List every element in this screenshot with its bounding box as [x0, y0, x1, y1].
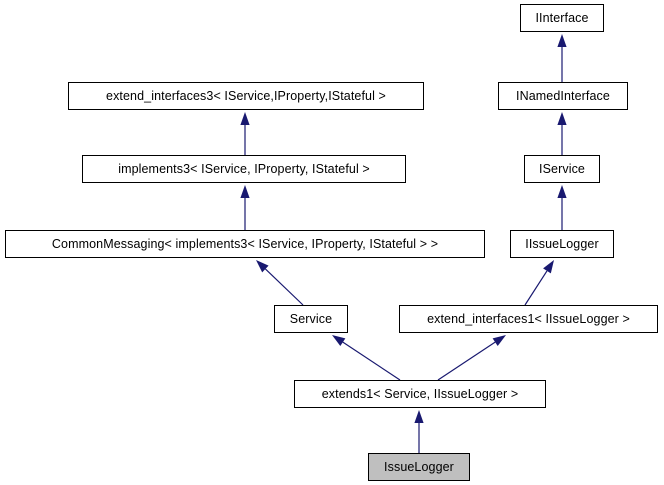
class-node-label: INamedInterface: [516, 88, 610, 103]
inheritance-edge: [524, 260, 554, 306]
class-node-issuelogger[interactable]: IssueLogger: [368, 453, 470, 481]
inheritance-edge: [557, 34, 567, 82]
inheritance-edge: [240, 185, 250, 230]
inheritance-edge: [332, 335, 401, 381]
edge-arrowhead-icon: [492, 335, 506, 347]
class-node-label: implements3< IService, IProperty, IState…: [118, 161, 370, 176]
class-node-implements3[interactable]: implements3< IService, IProperty, IState…: [82, 155, 406, 183]
class-node-iissuelogger[interactable]: IIssueLogger: [510, 230, 614, 258]
edge-arrowhead-icon: [256, 260, 269, 273]
class-node-label: IInterface: [535, 10, 589, 25]
class-node-label: extend_interfaces1< IIssueLogger >: [427, 311, 630, 326]
class-node-commonmessaging[interactable]: CommonMessaging< implements3< IService, …: [5, 230, 485, 258]
class-node-extend_interfaces3[interactable]: extend_interfaces3< IService,IProperty,I…: [68, 82, 424, 110]
class-node-label: CommonMessaging< implements3< IService, …: [51, 236, 439, 251]
class-node-iservice[interactable]: IService: [524, 155, 600, 183]
class-node-label: extends1< Service, IIssueLogger >: [321, 386, 519, 401]
edge-line: [264, 268, 304, 306]
class-node-label: IService: [539, 161, 585, 176]
edge-arrowhead-icon: [240, 112, 250, 125]
class-node-iinterface[interactable]: IInterface: [520, 4, 604, 32]
inheritance-edge: [437, 335, 506, 381]
edge-arrowhead-icon: [332, 335, 346, 347]
edge-arrowhead-icon: [557, 112, 567, 125]
edge-line: [342, 341, 401, 381]
edge-arrowhead-icon: [414, 410, 424, 423]
edge-arrowhead-icon: [240, 185, 250, 198]
class-node-label: IIssueLogger: [525, 236, 599, 251]
class-node-extends1[interactable]: extends1< Service, IIssueLogger >: [294, 380, 546, 408]
edge-line: [437, 341, 496, 381]
class-node-label: extend_interfaces3< IService,IProperty,I…: [106, 88, 386, 103]
inheritance-edge: [240, 112, 250, 155]
edge-line: [524, 270, 548, 306]
class-node-label: Service: [289, 311, 333, 326]
inheritance-edge: [256, 260, 304, 306]
edge-arrowhead-icon: [543, 260, 554, 274]
inheritance-edge: [557, 185, 567, 230]
inheritance-edge: [414, 410, 424, 453]
inheritance-edge: [557, 112, 567, 155]
class-node-label: IssueLogger: [384, 459, 454, 474]
class-node-extend_interfaces1[interactable]: extend_interfaces1< IIssueLogger >: [399, 305, 658, 333]
class-node-service[interactable]: Service: [274, 305, 348, 333]
class-node-inamedinterface[interactable]: INamedInterface: [498, 82, 628, 110]
edge-arrowhead-icon: [557, 34, 567, 47]
edge-arrowhead-icon: [557, 185, 567, 198]
